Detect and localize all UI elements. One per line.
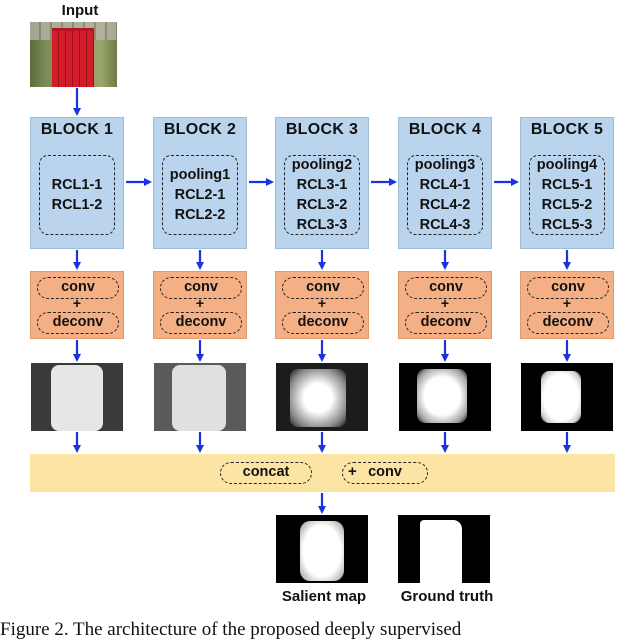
layer-name: RCL5-3 [541, 217, 593, 233]
layer-name: RCL4-1 [419, 177, 471, 193]
layer-name: RCL2-2 [174, 207, 226, 223]
layer-name: pooling1 [169, 167, 231, 183]
layer-name: RCL3-3 [296, 217, 348, 233]
plus-sign: + [195, 295, 205, 311]
block-title: BLOCK 1 [40, 121, 114, 138]
layer-name: RCL5-2 [541, 197, 593, 213]
map-foreground [417, 369, 467, 423]
block-title: BLOCK 2 [163, 121, 237, 138]
side-output-1: conv+deconv [30, 271, 124, 339]
map-foreground [541, 371, 581, 423]
conv-op: conv [282, 277, 364, 299]
input-label: Input [61, 2, 99, 19]
fusion-bar: concat + conv [30, 454, 615, 492]
ground-truth-label: Ground truth [400, 588, 494, 605]
layer-name: pooling4 [536, 157, 598, 173]
deconv-op: deconv [160, 312, 242, 334]
side-output-3: conv+deconv [275, 271, 369, 339]
side-saliency-map-1 [31, 363, 123, 431]
side-output-2: conv+deconv [153, 271, 247, 339]
side-saliency-map-3 [276, 363, 368, 431]
conv-op: conv [405, 277, 487, 299]
block-title: BLOCK 3 [285, 121, 359, 138]
block-title: BLOCK 5 [530, 121, 604, 138]
conv-op: conv [160, 277, 242, 299]
layer-name: pooling2 [291, 157, 353, 173]
side-output-4: conv+deconv [398, 271, 492, 339]
layer-name: pooling3 [414, 157, 476, 173]
figure-caption: Figure 2. The architecture of the propos… [0, 619, 462, 640]
layer-name: RCL1-1 [51, 177, 103, 193]
plus-sign: + [440, 295, 450, 311]
layer-name: RCL1-2 [51, 197, 103, 213]
layer-name: RCL4-3 [419, 217, 471, 233]
conv-op: conv [37, 277, 119, 299]
layer-name: RCL5-1 [541, 177, 593, 193]
block-title: BLOCK 4 [408, 121, 482, 138]
plus-sign: + [562, 295, 572, 311]
salient-map-label: Salient map [281, 588, 367, 605]
side-saliency-map-5 [521, 363, 613, 431]
fusion-conv-op: conv [342, 462, 428, 484]
concat-op: concat [220, 462, 312, 484]
deconv-op: deconv [527, 312, 609, 334]
side-saliency-map-4 [399, 363, 491, 431]
side-saliency-map-2 [154, 363, 246, 431]
layer-name: RCL4-2 [419, 197, 471, 213]
layer-name: RCL3-1 [296, 177, 348, 193]
map-foreground [172, 365, 226, 431]
map-foreground [290, 369, 346, 427]
deconv-op: deconv [282, 312, 364, 334]
plus-sign: + [72, 295, 82, 311]
input-image [30, 22, 117, 87]
layer-name: RCL3-2 [296, 197, 348, 213]
map-foreground [51, 365, 103, 431]
deconv-op: deconv [37, 312, 119, 334]
side-output-5: conv+deconv [520, 271, 614, 339]
plus-sign: + [317, 295, 327, 311]
conv-op: conv [527, 277, 609, 299]
deconv-op: deconv [405, 312, 487, 334]
ground-truth-image [398, 515, 490, 583]
input-image-red-door [52, 28, 94, 87]
layer-name: RCL2-1 [174, 187, 226, 203]
salient-map-image [276, 515, 368, 583]
